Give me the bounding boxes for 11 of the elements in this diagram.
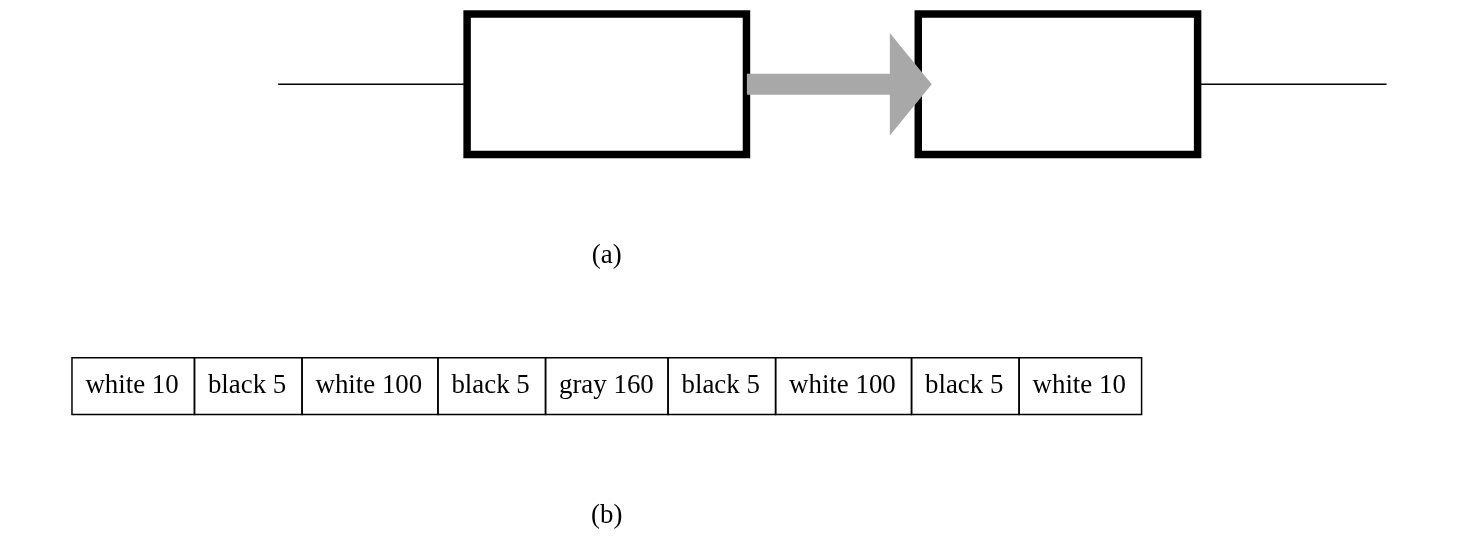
label: black 5 bbox=[924, 368, 1003, 399]
label: white 100 bbox=[314, 368, 422, 399]
label: (a) bbox=[591, 238, 622, 269]
label: black 5 bbox=[450, 368, 530, 399]
label: gray 160 bbox=[558, 368, 654, 399]
label: white 10 bbox=[1032, 368, 1126, 399]
label: white 100 bbox=[788, 368, 896, 399]
label: black 5 bbox=[207, 368, 286, 399]
label: white 10 bbox=[84, 368, 179, 399]
label: (b) bbox=[590, 498, 622, 529]
label: black 5 bbox=[680, 368, 760, 399]
